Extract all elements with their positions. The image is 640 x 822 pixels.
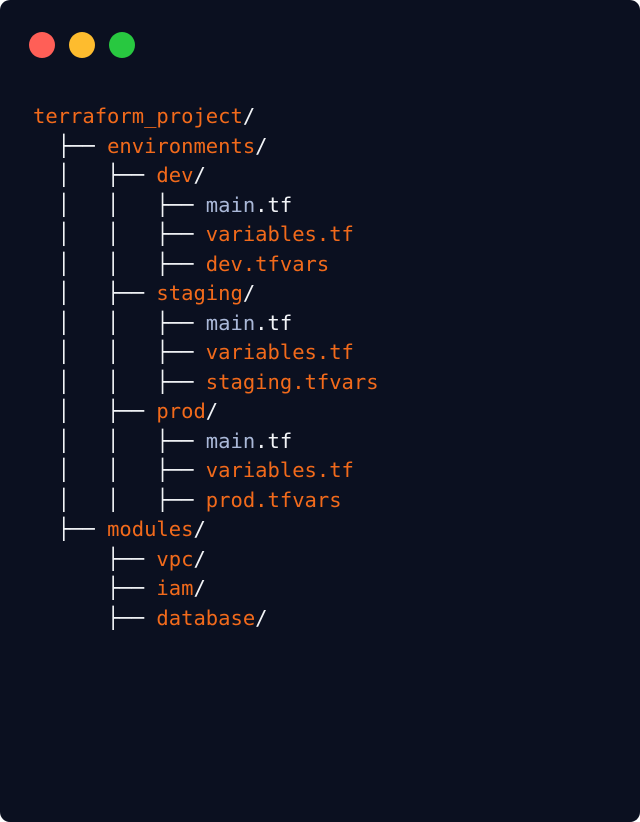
tree-line[interactable]: ├── modules/ <box>33 515 379 545</box>
maximize-button[interactable] <box>109 32 135 58</box>
directory-name: modules <box>107 517 194 541</box>
tree-branch-guide: ├── <box>33 576 157 600</box>
tree-branch-guide: │ │ ├── <box>33 487 206 512</box>
tree-line[interactable]: ├── environments/ <box>33 132 379 162</box>
tree-branch-guide: │ │ ├── <box>33 340 206 364</box>
tree-line[interactable]: │ │ ├── dev.tfvars <box>33 250 379 280</box>
path-separator: / <box>255 605 268 630</box>
tree-line[interactable]: │ │ ├── variables.tf <box>33 220 379 250</box>
close-button[interactable] <box>29 32 55 58</box>
tree-branch-guide: │ │ ├── <box>33 310 206 335</box>
tree-line[interactable]: │ │ ├── prod.tfvars <box>33 486 379 516</box>
file-extension: .tf <box>255 192 293 217</box>
tree-branch-guide: │ ├── <box>33 281 157 305</box>
tree-line[interactable]: │ │ ├── variables.tf <box>33 456 379 486</box>
tree-branch-guide: │ │ ├── <box>33 458 206 482</box>
file-extension: .tf <box>255 428 293 453</box>
tree-line[interactable]: │ │ ├── main.tf <box>33 191 379 221</box>
tree-branch-guide: │ │ ├── <box>33 251 206 276</box>
path-separator: / <box>205 399 219 423</box>
path-separator: / <box>242 281 256 305</box>
file-name: dev.tfvars <box>205 251 330 276</box>
directory-name: staging <box>156 281 243 305</box>
tree-line[interactable]: terraform_project/ <box>33 102 379 132</box>
file-tree: terraform_project/ ├── environments/ │ ├… <box>33 102 379 633</box>
file-name: variables.tf <box>205 222 354 246</box>
file-name: main <box>205 310 256 335</box>
directory-name: dev <box>156 163 194 187</box>
file-name: main <box>205 428 256 453</box>
path-separator: / <box>193 517 206 541</box>
tree-branch-guide: │ ├── <box>33 399 157 423</box>
tree-branch-guide: │ │ ├── <box>33 222 206 246</box>
file-name: variables.tf <box>205 340 354 364</box>
path-separator: / <box>193 546 206 571</box>
tree-line[interactable]: │ ├── dev/ <box>33 161 379 191</box>
minimize-button[interactable] <box>69 32 95 58</box>
tree-branch-guide: ├── <box>33 546 157 571</box>
tree-line[interactable]: │ │ ├── main.tf <box>33 309 379 339</box>
directory-name: prod <box>156 399 206 423</box>
tree-line[interactable]: ├── iam/ <box>33 574 379 604</box>
file-extension: .tf <box>255 310 293 335</box>
directory-name: iam <box>156 576 194 600</box>
path-separator: / <box>242 104 256 128</box>
tree-branch-guide: │ │ ├── <box>33 192 206 217</box>
tree-line[interactable]: │ │ ├── variables.tf <box>33 338 379 368</box>
path-separator: / <box>193 163 206 187</box>
directory-name: terraform_project <box>33 104 243 128</box>
tree-line[interactable]: │ │ ├── main.tf <box>33 427 379 457</box>
tree-branch-guide: │ ├── <box>33 163 157 187</box>
directory-name: environments <box>107 133 256 158</box>
directory-name: vpc <box>156 546 194 571</box>
tree-line[interactable]: ├── vpc/ <box>33 545 379 575</box>
tree-branch-guide: │ │ ├── <box>33 369 206 394</box>
file-name: staging.tfvars <box>205 369 379 394</box>
file-name: main <box>205 192 256 217</box>
file-name: prod.tfvars <box>205 487 342 512</box>
tree-branch-guide: ├── <box>33 605 157 630</box>
tree-line[interactable]: │ ├── prod/ <box>33 397 379 427</box>
tree-line[interactable]: │ ├── staging/ <box>33 279 379 309</box>
tree-line[interactable]: ├── database/ <box>33 604 379 634</box>
tree-branch-guide: ├── <box>33 133 108 158</box>
directory-name: database <box>156 605 256 630</box>
path-separator: / <box>193 576 206 600</box>
path-separator: / <box>255 133 268 158</box>
file-name: variables.tf <box>205 458 354 482</box>
tree-branch-guide: │ │ ├── <box>33 428 206 453</box>
tree-branch-guide: ├── <box>33 517 108 541</box>
tree-line[interactable]: │ │ ├── staging.tfvars <box>33 368 379 398</box>
